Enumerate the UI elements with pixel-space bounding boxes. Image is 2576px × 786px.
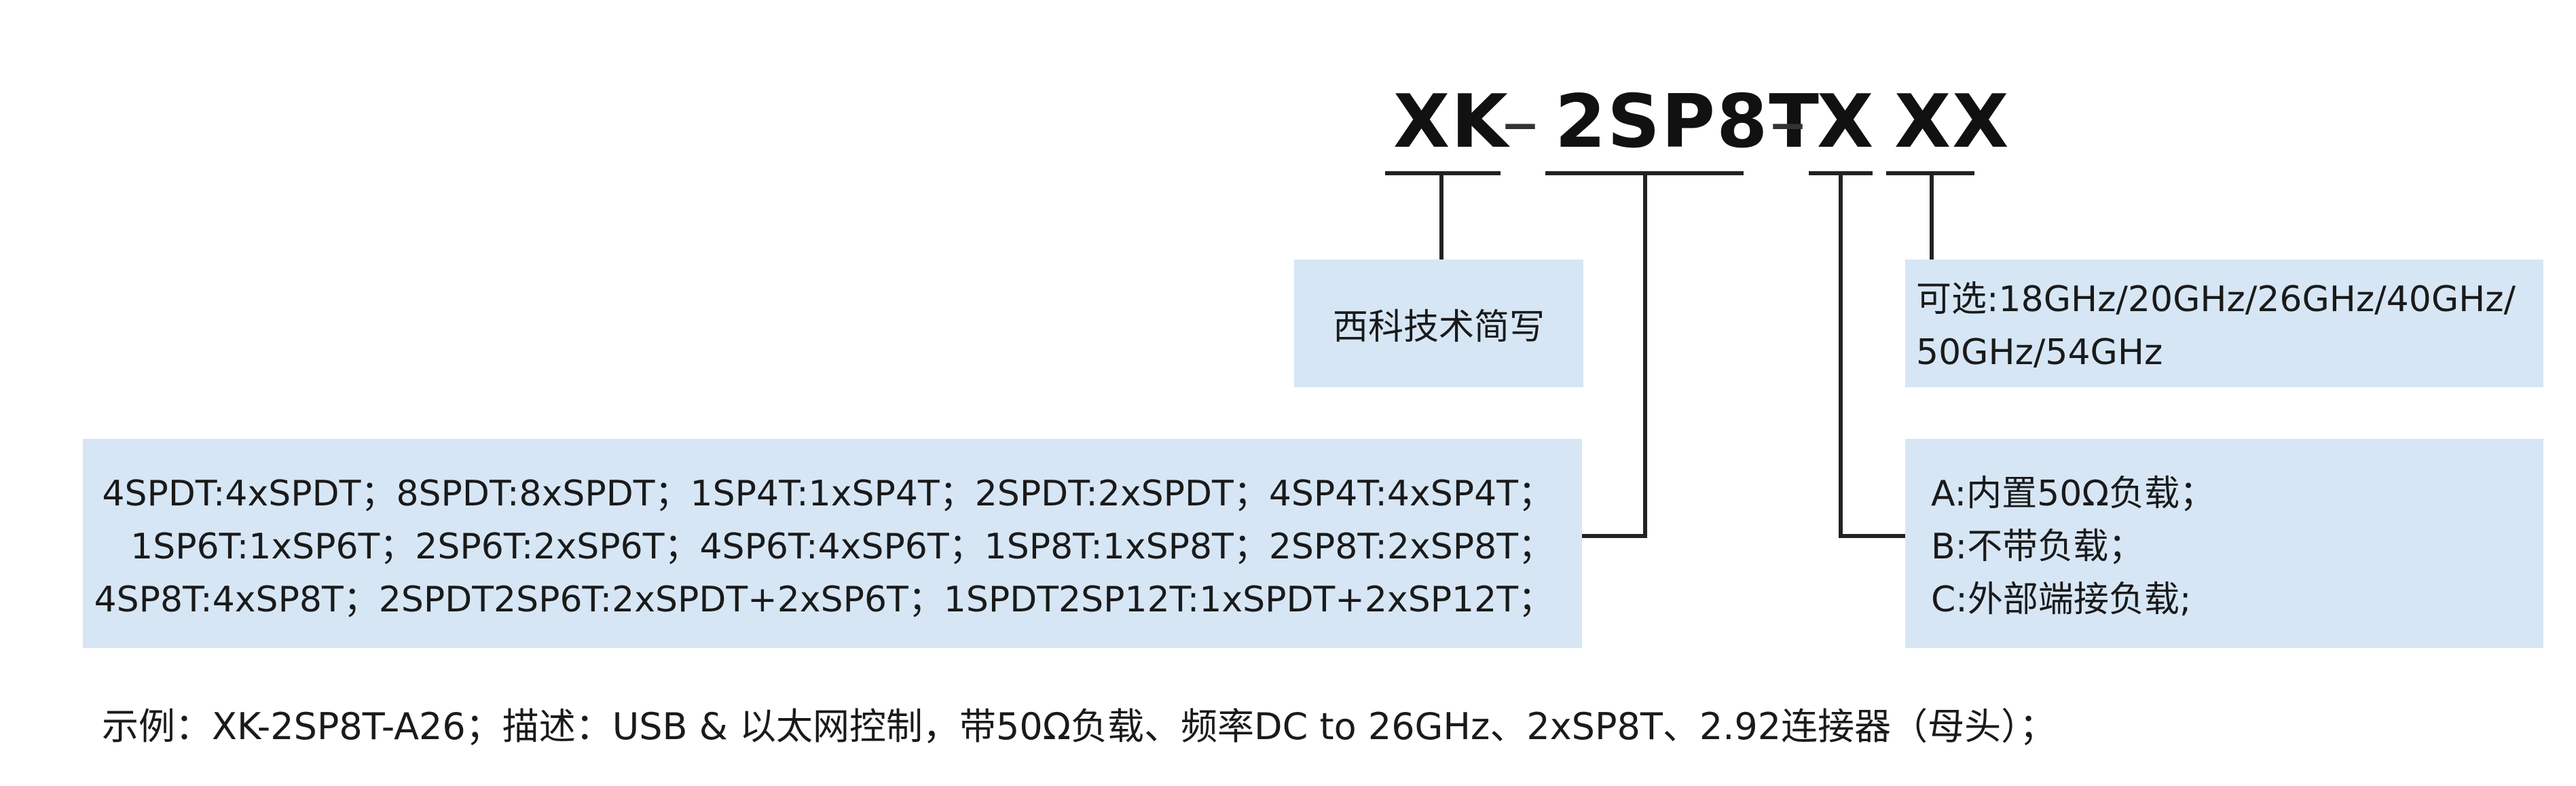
code-config: 2SP8T: [1555, 79, 1820, 164]
code-load-option: X: [1817, 79, 1875, 164]
abbreviation-text: 西科技术简写: [1332, 306, 1545, 348]
connector-freq-option: [1930, 171, 1934, 260]
connector-load-horizontal: [1839, 534, 1905, 538]
connector-load-option: [1839, 171, 1843, 538]
abbreviation-box: 西科技术简写: [1294, 260, 1583, 387]
connector-config: [1643, 171, 1647, 538]
frequency-options-box: 可选:18GHz/20GHz/26GHz/40GHz/ 50GHz/54GHz: [1905, 260, 2543, 387]
configuration-line: 1SP6T:1xSP6T；2SP6T:2xSP6T；4SP6T:4xSP6T；1…: [130, 526, 1553, 567]
code-separator-1: –: [1502, 79, 1539, 164]
code-freq-option: XX: [1894, 79, 2010, 164]
load-line: A:内置50Ω负载；: [1931, 474, 2215, 514]
load-line: B:不带负载；: [1931, 526, 2144, 567]
example-description: 示例：XK-2SP8T-A26；描述：USB & 以太网控制，带50Ω负载、频率…: [102, 705, 2057, 748]
load-options-box: A:内置50Ω负载； B:不带负载； C:外部端接负载;: [1905, 439, 2543, 648]
load-line: C:外部端接负载;: [1931, 579, 2192, 620]
code-separator-2: –: [1769, 79, 1806, 164]
connector-prefix: [1439, 171, 1443, 260]
configuration-line: 4SP8T:4xSP8T；2SPDT2SP6T:2xSPDT+2xSP6T；1S…: [94, 579, 1553, 620]
frequency-line: 可选:18GHz/20GHz/26GHz/40GHz/: [1916, 279, 2516, 320]
connector-config-horizontal: [1582, 534, 1647, 538]
frequency-line: 50GHz/54GHz: [1916, 332, 2163, 373]
configuration-box: 4SPDT:4xSPDT；8SPDT:8xSPDT；1SP4T:1xSP4T；2…: [83, 439, 1582, 648]
configuration-line: 4SPDT:4xSPDT；8SPDT:8xSPDT；1SP4T:1xSP4T；2…: [102, 474, 1553, 514]
code-prefix: XK: [1393, 79, 1509, 164]
